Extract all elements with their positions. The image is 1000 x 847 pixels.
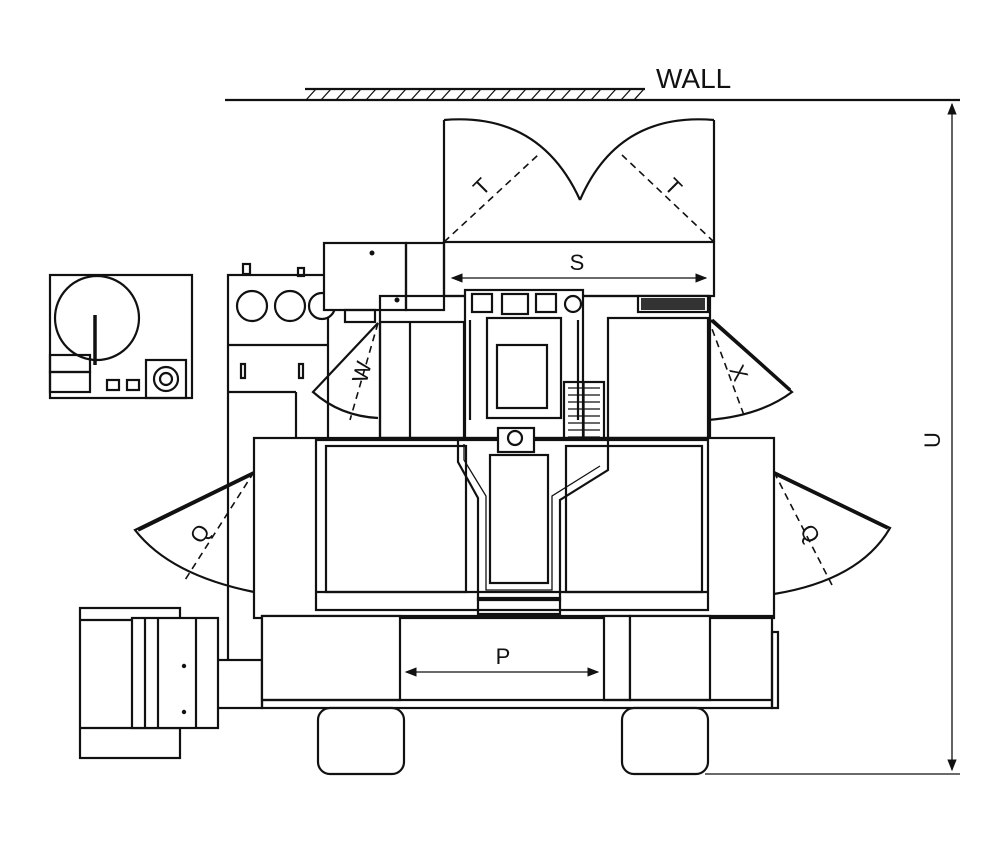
t-right-label: T — [660, 173, 687, 200]
door-clearance-q-right: Q — [773, 471, 892, 596]
top-control-box — [322, 241, 446, 324]
wall-label: WALL — [656, 63, 731, 94]
door-clearance-top: T T — [442, 118, 716, 243]
q-left-label: Q — [185, 520, 215, 548]
control-unit — [48, 273, 194, 400]
q-right-label: Q — [795, 520, 825, 548]
door-clearance-w: W — [311, 322, 379, 421]
machine-base — [252, 426, 776, 620]
dimension-u: U — [705, 102, 960, 775]
machine-column — [378, 288, 712, 440]
hydraulic-unit — [78, 606, 220, 760]
feet — [316, 706, 710, 776]
u-label: U — [920, 432, 945, 448]
door-clearance-x: X — [707, 317, 794, 422]
x-label: X — [724, 361, 753, 385]
wall: WALL — [225, 63, 960, 102]
p-label: P — [496, 644, 511, 669]
s-label: S — [570, 250, 585, 275]
bottom-frame: P — [214, 614, 780, 710]
door-clearance-q-left: Q — [133, 471, 255, 594]
w-label: W — [347, 359, 377, 386]
dimension-s: S — [442, 240, 716, 298]
t-left-label: T — [468, 173, 495, 200]
